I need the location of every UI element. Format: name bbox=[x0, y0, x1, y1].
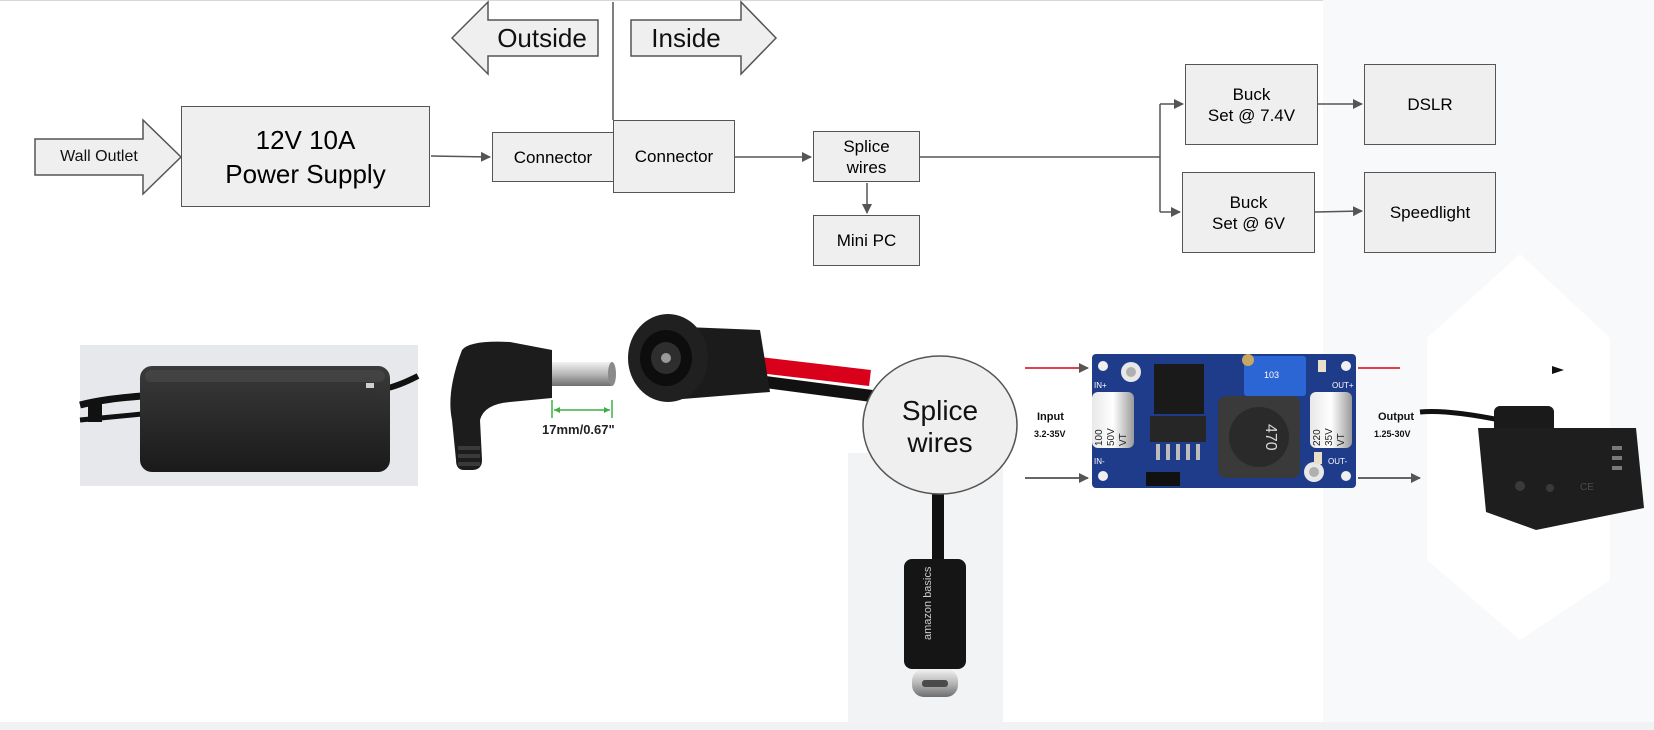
potentiometer-marking: 103 bbox=[1264, 370, 1279, 380]
left-cap-line-3: VT bbox=[1118, 433, 1129, 446]
dummy-battery-photo bbox=[1419, 254, 1644, 640]
buck-input-range: 3.2-35V bbox=[1034, 429, 1066, 439]
buck-in-plus-label: IN+ bbox=[1094, 381, 1107, 390]
power-supply-box: 12V 10A Power Supply bbox=[181, 106, 430, 207]
inductor-marking: 470 bbox=[1262, 424, 1279, 451]
speedlight-box: Speedlight bbox=[1364, 172, 1496, 253]
usb-brand-label: amazon basics bbox=[922, 566, 934, 640]
diagram-connectors bbox=[430, 2, 1363, 217]
buck-out-plus-label: OUT+ bbox=[1332, 381, 1354, 390]
power-supply-photo bbox=[79, 345, 420, 486]
splice-wires-box: Splice wires bbox=[813, 131, 920, 182]
top-border-line bbox=[0, 0, 1323, 1]
splice-callout-circle bbox=[862, 355, 1018, 495]
usb-c-cable-photo bbox=[848, 453, 1003, 722]
barrel-plug-photo bbox=[450, 341, 616, 470]
arrow-psu-to-connector bbox=[430, 151, 491, 162]
splice-callout-line1: Splice bbox=[902, 395, 978, 426]
buck-out-minus-label: OUT- bbox=[1328, 457, 1347, 466]
right-capacitor-marking: 220 35V VT bbox=[1312, 428, 1347, 446]
connector-outside-box: Connector bbox=[492, 132, 614, 182]
arrow-buck-to-speedlight bbox=[1314, 206, 1363, 217]
buck-module-photo bbox=[1025, 354, 1421, 488]
buck-7v4-box: Buck Set @ 7.4V bbox=[1185, 64, 1318, 145]
left-capacitor-marking: 100 50V VT bbox=[1094, 428, 1129, 446]
connector-inside-box: Connector bbox=[613, 120, 735, 193]
left-cap-line-2: 50V bbox=[1106, 428, 1117, 446]
dc-jack-photo bbox=[628, 314, 873, 402]
wall-outlet-block-arrow bbox=[34, 118, 183, 196]
buck-6v-box: Buck Set @ 6V bbox=[1182, 172, 1315, 253]
outside-label: Outside bbox=[497, 22, 587, 53]
bottom-band bbox=[0, 722, 1654, 730]
dslr-box: DSLR bbox=[1364, 64, 1496, 145]
buck-output-range: 1.25-30V bbox=[1374, 429, 1411, 439]
right-cap-line-2: 35V bbox=[1324, 428, 1335, 446]
mini-pc-box: Mini PC bbox=[813, 215, 920, 266]
buck-output-label: Output bbox=[1378, 411, 1414, 423]
inside-label: Inside bbox=[651, 22, 721, 53]
buck-input-label: Input bbox=[1037, 411, 1064, 423]
right-cap-line-3: VT bbox=[1336, 433, 1347, 446]
buck-in-minus-label: IN- bbox=[1094, 457, 1105, 466]
dummy-battery-ce-mark: CE bbox=[1580, 482, 1594, 493]
wall-outlet-label: Wall Outlet bbox=[60, 148, 138, 165]
inside-block-arrow bbox=[630, 0, 778, 76]
right-cap-line-1: 220 bbox=[1312, 429, 1323, 446]
barrel-plug-dimension-label: 17mm/0.67" bbox=[542, 422, 615, 437]
splice-callout-line2: wires bbox=[906, 427, 972, 458]
outside-block-arrow bbox=[450, 0, 599, 76]
left-cap-line-1: 100 bbox=[1094, 429, 1105, 446]
